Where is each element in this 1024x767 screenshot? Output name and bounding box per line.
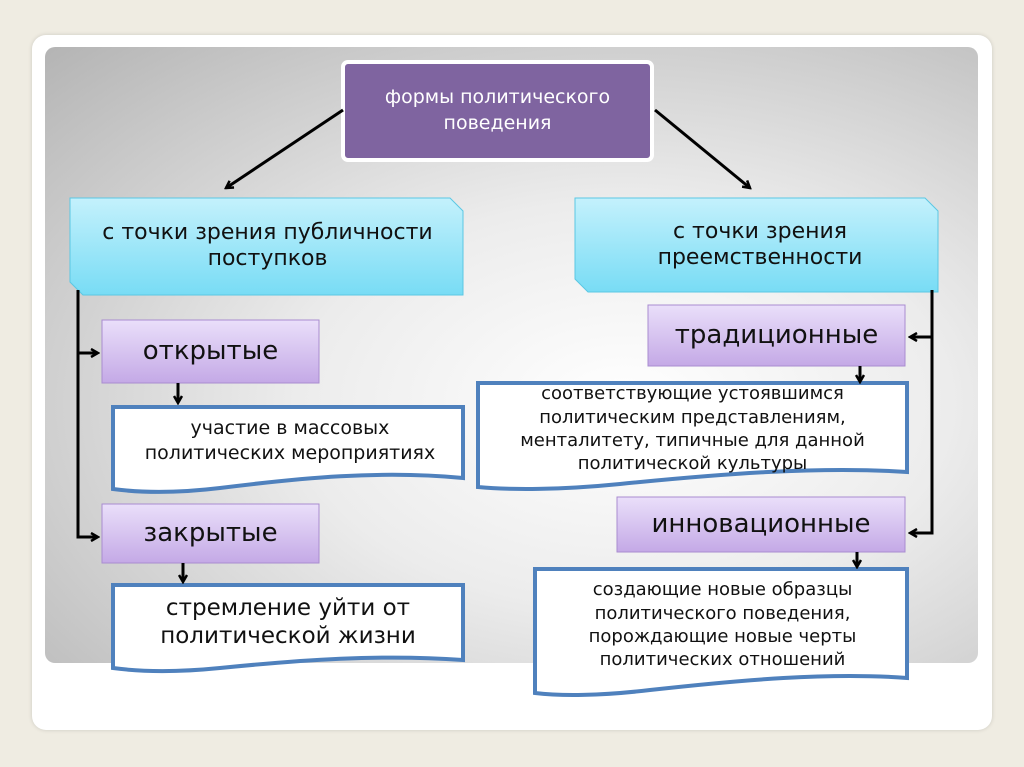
traditional-box — [647, 304, 906, 367]
innovative-description: создающие новые образцы политического по… — [588, 579, 857, 671]
right-heading-box — [574, 197, 939, 293]
doc-box-traditional — [476, 381, 909, 491]
doc-box-innovative — [533, 567, 909, 697]
innovative-box — [616, 496, 906, 553]
innovative-label: инновационные — [651, 508, 871, 539]
left-heading: с точки зрения публичности поступков — [102, 219, 433, 271]
traditional-label: традиционные — [674, 319, 879, 350]
right-heading: с точки зрения преемственности — [657, 218, 863, 270]
open-box — [101, 319, 320, 384]
open-description: участие в массовых политических мероприя… — [144, 417, 436, 464]
closed-box — [101, 503, 320, 564]
closed-description: стремление уйти от политической жизни — [160, 594, 416, 649]
diagram-title: формы политического поведения — [384, 86, 611, 134]
doc-box-closed — [111, 583, 465, 674]
doc-box-open — [111, 405, 465, 494]
open-label: открытые — [142, 335, 279, 366]
closed-label: закрытые — [143, 517, 278, 548]
left-heading-box — [69, 197, 464, 296]
traditional-description: соответствующие устоявшимся политическим… — [520, 383, 865, 475]
